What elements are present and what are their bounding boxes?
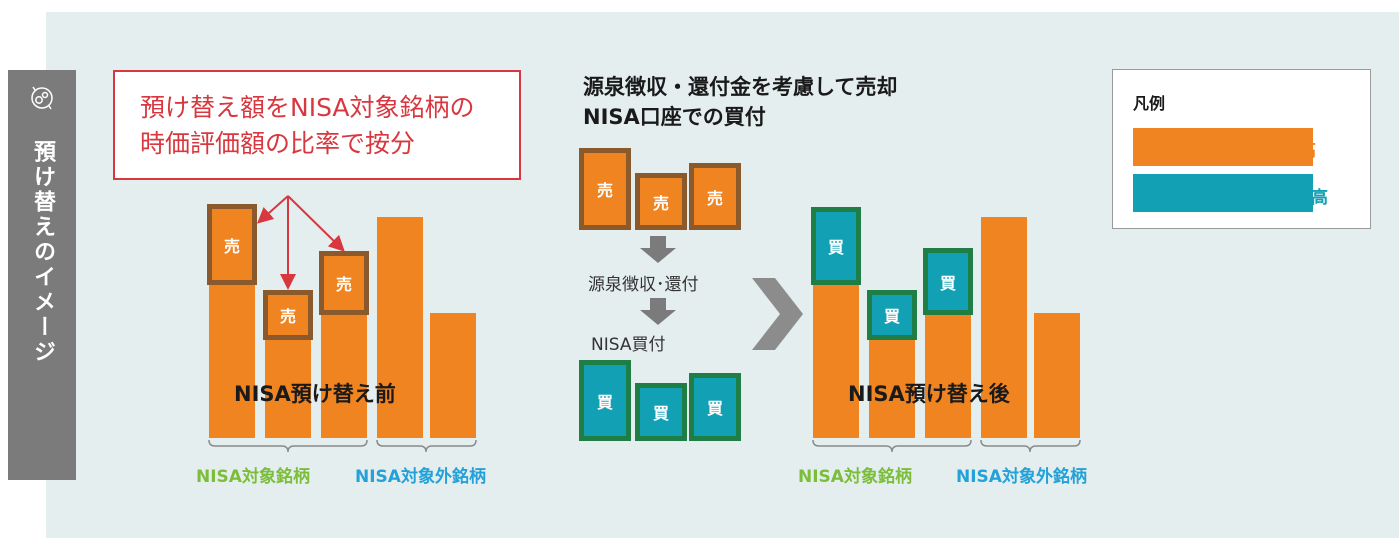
before-bar-2 bbox=[265, 340, 311, 438]
before-bar-5 bbox=[430, 313, 476, 438]
after-bar-3 bbox=[925, 315, 971, 438]
after-caption: NISA預け替え後 bbox=[848, 382, 1010, 406]
withholding-step-label: 源泉徴収･還付 bbox=[588, 275, 699, 295]
after-group-nisa-label: NISA対象銘柄 bbox=[798, 467, 912, 487]
process-sell-block-3: 売 bbox=[689, 163, 741, 230]
process-heading: 源泉徴収・還付金を考慮して売却 NISA口座での買付 bbox=[583, 72, 897, 132]
before-group-nisa-label: NISA対象銘柄 bbox=[196, 467, 310, 487]
after-bar-4 bbox=[981, 217, 1027, 438]
process-buy-block-1: 買 bbox=[579, 360, 631, 441]
down-arrow-2 bbox=[640, 298, 676, 325]
group-braces bbox=[208, 439, 1081, 453]
legend-swatch-specific bbox=[1133, 128, 1313, 166]
process-sell-block-2: 売 bbox=[635, 173, 687, 230]
after-brace-other bbox=[980, 439, 1081, 453]
down-arrow-1 bbox=[640, 236, 676, 263]
after-buy-block-2: 買 bbox=[867, 290, 917, 340]
gears-cycle-icon bbox=[31, 86, 53, 110]
side-tab: 預け替えのイメージ bbox=[8, 70, 76, 480]
process-heading-line1: 源泉徴収・還付金を考慮して売却 bbox=[583, 75, 898, 99]
legend-swatch-nisa bbox=[1133, 174, 1313, 212]
process-buy-block-2: 買 bbox=[635, 383, 687, 441]
allocation-arrows bbox=[257, 195, 345, 290]
after-group-other-label: NISA対象外銘柄 bbox=[956, 467, 1087, 487]
process-heading-line2: NISA口座での買付 bbox=[583, 105, 766, 129]
after-buy-block-3: 買 bbox=[923, 248, 973, 315]
before-bar-1 bbox=[209, 285, 255, 438]
process-sell-block-1: 売 bbox=[579, 148, 631, 230]
before-group-other-label: NISA対象外銘柄 bbox=[355, 467, 486, 487]
allocation-arrow-1 bbox=[257, 195, 289, 224]
after-bar-2 bbox=[869, 340, 915, 438]
big-right-arrow-icon bbox=[752, 278, 803, 350]
legend: 凡例 特定口座残高 NISA口座残高 bbox=[1112, 69, 1371, 229]
after-bar-5 bbox=[1034, 313, 1080, 438]
before-bar-4 bbox=[377, 217, 423, 438]
legend-title: 凡例 bbox=[1133, 94, 1166, 113]
process-buy-block-3: 買 bbox=[689, 373, 741, 441]
before-brace-nisa bbox=[208, 439, 368, 453]
nisa-purchase-step-label: NISA買付 bbox=[591, 335, 666, 355]
after-brace-nisa bbox=[812, 439, 972, 453]
legend-label-specific: 特定口座残高 bbox=[1214, 141, 1316, 161]
before-bar-3 bbox=[321, 315, 367, 438]
after-bar-1 bbox=[813, 285, 859, 438]
note-line1: 預け替え額をNISA対象銘柄の bbox=[140, 93, 475, 122]
allocation-arrow-3 bbox=[287, 195, 345, 252]
side-tab-label: 預け替えのイメージ bbox=[30, 140, 55, 365]
allocation-note: 預け替え額をNISA対象銘柄の 時価評価額の比率で按分 bbox=[113, 70, 521, 180]
before-caption: NISA預け替え前 bbox=[234, 382, 396, 406]
legend-label-nisa: NISA口座残高 bbox=[1214, 188, 1328, 208]
note-line2: 時価評価額の比率で按分 bbox=[140, 129, 416, 158]
before-sell-block-3: 売 bbox=[319, 251, 369, 315]
after-buy-block-1: 買 bbox=[811, 207, 861, 285]
before-sell-block-1: 売 bbox=[207, 204, 257, 285]
before-brace-other bbox=[376, 439, 477, 453]
before-sell-block-2: 売 bbox=[263, 290, 313, 340]
